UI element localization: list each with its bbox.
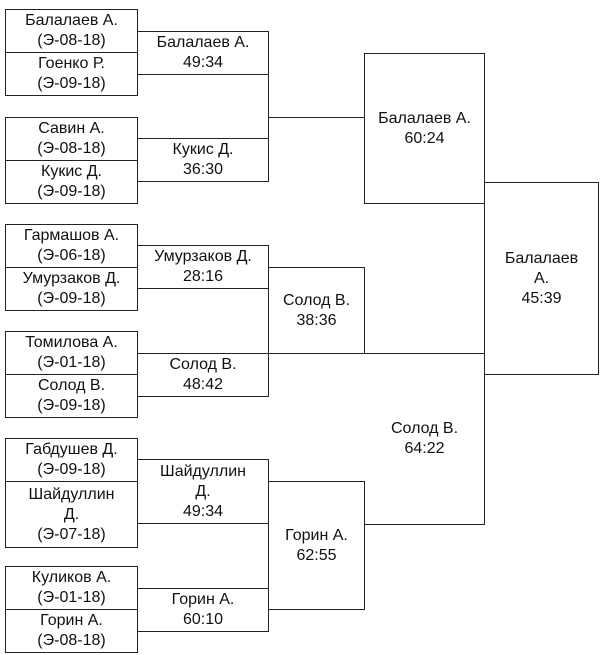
round1-result: Балалаев А. 49:34 — [138, 32, 268, 74]
player-name: Томилова А. — [25, 334, 118, 351]
semifinal-bracket — [364, 353, 485, 525]
winner-name: Балалаев А. — [378, 109, 471, 127]
match-score: 49:34 — [182, 54, 224, 71]
player-group: (Э-09-18) — [37, 75, 106, 92]
player-cell: Солод В. (Э-09-18) — [6, 375, 137, 417]
winner-name: Горин А. — [285, 526, 348, 544]
round2-result: Горин А. 62:55 — [269, 482, 364, 609]
match-score: 36:30 — [182, 161, 224, 178]
winner-name: Балалаев А. — [156, 34, 250, 51]
player-group: (Э-07-18) — [37, 525, 106, 543]
player-cell: Куликов А. (Э-01-18) — [6, 567, 137, 609]
player-group: (Э-01-18) — [37, 354, 106, 371]
player-cell: Балалаев А. (Э-08-18) — [6, 10, 137, 52]
player-cell: Гоенко Р. (Э-09-18) — [6, 53, 137, 95]
match-score: 45:39 — [521, 289, 562, 307]
winner-name: Кукис Д. — [172, 141, 234, 158]
player-group: (Э-08-18) — [37, 32, 106, 49]
match-score: 60:10 — [182, 611, 224, 628]
semifinal-result: Балалаев А. 60:24 — [365, 54, 484, 203]
player-group: (Э-06-18) — [37, 247, 106, 264]
player-box — [5, 481, 138, 548]
player-cell: Умурзаков Д. (Э-09-18) — [6, 268, 137, 310]
player-group: (Э-09-18) — [37, 397, 106, 414]
player-group: (Э-01-18) — [37, 589, 106, 606]
winner-name: Солод В. — [169, 356, 237, 373]
player-group: (Э-09-18) — [37, 183, 106, 200]
round2-result: Солод В. 38:36 — [269, 268, 364, 353]
round1-bracket — [137, 353, 269, 397]
round2-bracket — [268, 481, 365, 610]
player-group: (Э-09-18) — [37, 461, 106, 478]
round1-result: Умурзаков Д. 28:16 — [138, 246, 268, 288]
round2-bracket — [268, 267, 365, 354]
player-name: Балалаев А. — [25, 12, 118, 29]
player-cell: Гармашов А. (Э-06-18) — [6, 225, 137, 267]
winner-name: Горин А. — [171, 591, 235, 608]
match-score: 38:36 — [296, 311, 337, 329]
round1-result: Горин А. 60:10 — [138, 589, 268, 631]
winner-name: Солод В. — [390, 420, 459, 437]
player-name: Савин А. — [38, 120, 105, 137]
match-score: 49:34 — [182, 502, 224, 520]
final-bracket — [484, 182, 599, 375]
winner-name: Балалаев А. — [504, 249, 579, 287]
player-cell: Кукис Д. (Э-09-18) — [6, 161, 137, 203]
match-score: 28:16 — [182, 268, 224, 285]
player-name: Гоенко Р. — [38, 55, 105, 72]
match-score: 64:22 — [404, 440, 445, 457]
player-name: Гармашов А. — [23, 227, 120, 244]
player-name: Шайдуллин Д. — [28, 485, 115, 523]
match-score: 48:42 — [182, 376, 224, 393]
match-score: 60:24 — [404, 129, 445, 147]
semifinal-result: Солод В. 64:22 — [365, 354, 484, 524]
player-name: Габдушев Д. — [25, 441, 118, 458]
player-name: Кукис Д. — [41, 163, 102, 180]
final-result: Балалаев А. 45:39 — [485, 183, 598, 374]
player-name: Умурзаков Д. — [22, 270, 121, 287]
player-group: (Э-09-18) — [37, 290, 106, 307]
round1-result: Шайдуллин Д. 49:34 — [138, 460, 268, 523]
player-cell: Томилова А. (Э-01-18) — [6, 332, 137, 374]
match-score: 62:55 — [296, 546, 337, 564]
round1-result: Кукис Д. 36:30 — [138, 139, 268, 181]
player-cell: Савин А. (Э-08-18) — [6, 118, 137, 160]
player-group: (Э-08-18) — [37, 632, 106, 649]
player-name: Солод В. — [37, 377, 106, 394]
player-name: Горин А. — [40, 612, 103, 629]
player-cell: Горин А. (Э-08-18) — [6, 610, 137, 652]
winner-name: Умурзаков Д. — [154, 248, 252, 265]
round1-bracket — [137, 138, 269, 182]
player-cell: Шайдуллин Д. (Э-07-18) — [6, 482, 137, 547]
round1-result: Солод В. 48:42 — [138, 354, 268, 396]
player-name: Куликов А. — [31, 569, 112, 586]
winner-name: Шайдуллин Д. — [160, 462, 246, 500]
player-group: (Э-08-18) — [37, 140, 106, 157]
winner-name: Солод В. — [282, 291, 351, 309]
player-cell: Габдушев Д. (Э-09-18) — [6, 439, 137, 481]
